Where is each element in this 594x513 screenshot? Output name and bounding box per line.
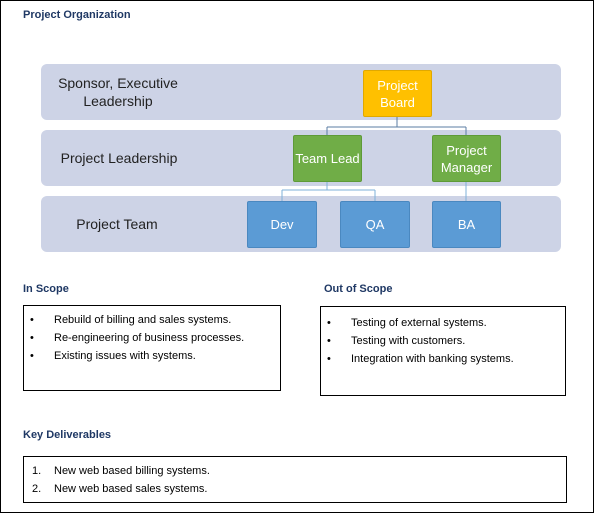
list-item: •Testing of external systems.: [327, 314, 559, 332]
bullet-icon: •: [30, 314, 34, 326]
out-of-scope-title: Out of Scope: [324, 283, 393, 295]
list-number: 1.: [32, 465, 42, 477]
key-deliverables-title: Key Deliverables: [23, 429, 112, 441]
node-qa: QA: [340, 201, 410, 248]
bullet-icon: •: [327, 335, 331, 347]
key-deliverables-box: 1.New web based billing systems. 2.New w…: [23, 456, 567, 503]
in-scope-list: •Rebuild of billing and sales systems. •…: [30, 311, 274, 365]
band-label-team: Project Team: [76, 216, 158, 232]
band-sponsor: [41, 64, 561, 120]
list-item: •Re-engineering of business processes.: [30, 329, 274, 347]
in-scope-title: In Scope: [23, 283, 69, 295]
node-project-manager: Project Manager: [432, 135, 501, 182]
bullet-icon: •: [30, 332, 34, 344]
project-organization-title: Project Organization: [23, 9, 131, 21]
node-project-board: Project Board: [363, 70, 432, 117]
node-dev: Dev: [247, 201, 317, 248]
bullet-icon: •: [327, 317, 331, 329]
bullet-icon: •: [327, 353, 331, 365]
out-of-scope-list: •Testing of external systems. •Testing w…: [327, 314, 559, 368]
list-item: •Integration with banking systems.: [327, 350, 559, 368]
list-item: 1.New web based billing systems.: [32, 462, 558, 480]
node-team-lead: Team Lead: [293, 135, 362, 182]
list-item: •Existing issues with systems.: [30, 347, 274, 365]
bullet-icon: •: [30, 350, 34, 362]
out-of-scope-box: •Testing of external systems. •Testing w…: [320, 306, 566, 396]
list-item: •Testing with customers.: [327, 332, 559, 350]
node-ba: BA: [432, 201, 501, 248]
list-number: 2.: [32, 483, 42, 495]
list-item: •Rebuild of billing and sales systems.: [30, 311, 274, 329]
in-scope-box: •Rebuild of billing and sales systems. •…: [23, 305, 281, 391]
list-item: 2.New web based sales systems.: [32, 480, 558, 498]
band-label-leadership: Project Leadership: [60, 150, 178, 166]
deliverables-list: 1.New web based billing systems. 2.New w…: [32, 462, 558, 498]
band-label-sponsor: Sponsor, Executive Leadership: [58, 75, 178, 109]
